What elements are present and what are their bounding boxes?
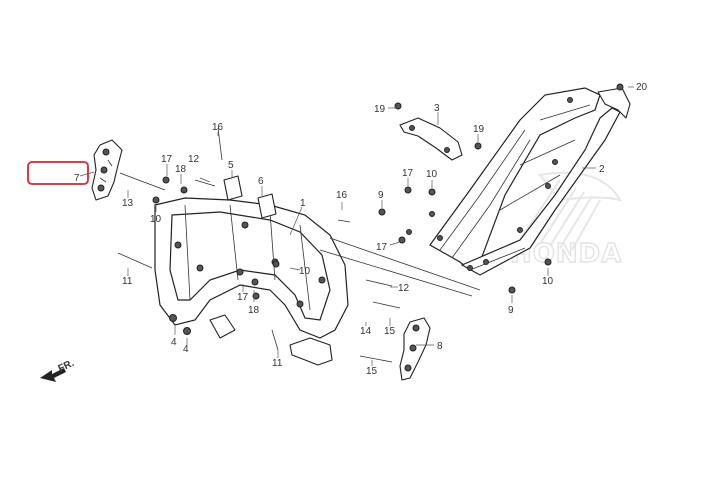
- callout-19a: 19: [374, 104, 386, 115]
- callout-4a: 4: [171, 337, 177, 348]
- front-arrow-icon: [40, 368, 66, 382]
- callout-16a: 16: [212, 122, 224, 133]
- callout-6: 6: [258, 176, 264, 187]
- callout-15a: 15: [384, 326, 396, 337]
- callout-12a: 12: [188, 154, 200, 165]
- callout-14: 14: [360, 326, 372, 337]
- callout-9b: 9: [508, 305, 514, 316]
- front-label: FR.: [57, 358, 76, 375]
- main-frame: [154, 197, 481, 366]
- washer-17b: [236, 268, 244, 276]
- bolt-19b: [474, 142, 482, 150]
- collar-6: [257, 193, 277, 219]
- washer-18a: [180, 186, 188, 194]
- nut-4b: [183, 327, 191, 335]
- bracket-right-plate: [399, 317, 431, 381]
- callout-15b: 15: [366, 366, 378, 377]
- callout-1: 1: [300, 198, 306, 209]
- callout-18a: 18: [175, 164, 187, 175]
- callout-10d: 10: [542, 276, 554, 287]
- callout-18b: 18: [248, 305, 260, 316]
- callout-7: 7: [74, 173, 80, 184]
- callout-5: 5: [228, 160, 234, 171]
- washer-18b: [251, 278, 259, 286]
- nut-10d: [544, 258, 552, 266]
- bracket-left-plate: [91, 139, 123, 201]
- leader-lines: [79, 86, 634, 366]
- nut-9b: [508, 286, 516, 294]
- callout-7-highlight: [27, 161, 89, 185]
- nut-10b: [272, 260, 280, 268]
- callout-13: 13: [122, 198, 134, 209]
- upper-bracket: [399, 117, 463, 161]
- callout-10c: 10: [426, 169, 438, 180]
- callout-20: 20: [636, 82, 648, 93]
- nut-4a: [169, 314, 177, 322]
- nut-9a: [378, 208, 386, 216]
- callout-11b: 11: [272, 358, 283, 369]
- nut-10c: [428, 188, 436, 196]
- callout-11a: 11: [122, 276, 133, 287]
- callout-10a: 10: [150, 214, 162, 225]
- callout-4b: 4: [183, 344, 189, 355]
- callout-9a: 9: [378, 190, 384, 201]
- washer-17a: [162, 176, 170, 184]
- fasteners: [117, 83, 624, 363]
- washer-17d: [398, 236, 406, 244]
- bolt-20: [616, 83, 624, 91]
- bolt-19a: [394, 102, 402, 110]
- callout-10b: 10: [299, 266, 311, 277]
- front-direction-indicator: FR.: [40, 358, 76, 382]
- callout-16b: 16: [336, 190, 348, 201]
- callout-19b: 19: [473, 124, 485, 135]
- callout-17b: 17: [237, 292, 249, 303]
- collar-5: [223, 175, 243, 201]
- washer-17c: [404, 186, 412, 194]
- callout-17d: 17: [376, 242, 388, 253]
- callout-labels: 7 8 1 2 3 4 4 5 6 9 9 10 10 10 10 13 11 …: [74, 82, 648, 377]
- callout-17c: 17: [402, 168, 414, 179]
- nut-10a: [152, 196, 160, 204]
- callout-8: 8: [437, 341, 443, 352]
- callout-2: 2: [599, 164, 605, 175]
- callout-17a: 17: [161, 154, 173, 165]
- callout-3: 3: [434, 103, 440, 114]
- callout-12b: 12: [398, 283, 410, 294]
- rear-subframe: [406, 87, 631, 276]
